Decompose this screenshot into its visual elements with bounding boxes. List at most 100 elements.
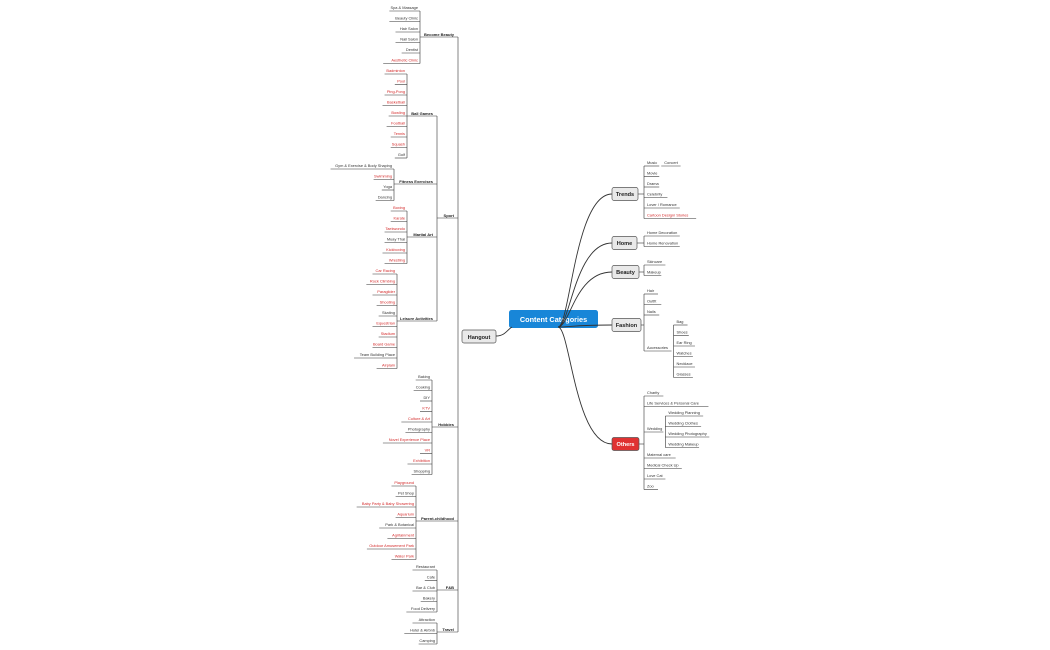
hobby-leaf-shopping[interactable]: Shopping	[414, 469, 430, 474]
root-node[interactable]	[509, 310, 598, 328]
subgroup-martial-art[interactable]: Martial Art	[413, 232, 433, 237]
group-sport[interactable]: Sport	[444, 213, 455, 218]
ball-leaf-tennis[interactable]: Tennis	[394, 131, 405, 136]
hobby-leaf-exhibition[interactable]: Exhibition	[413, 458, 430, 463]
parent-leaf-pet-shop[interactable]: Pet Shop	[398, 491, 414, 496]
leisure-leaf-team-building-place[interactable]: Team Building Place	[360, 352, 395, 357]
fashion-leaf-nails[interactable]: Nails	[647, 309, 656, 314]
others-leaf-love-cat[interactable]: Love Cat	[647, 473, 663, 478]
subgroup-leisure-activities[interactable]: Leisure Activities	[400, 316, 434, 321]
fashion-leaf-outfit[interactable]: Outfit	[647, 299, 657, 304]
martial-leaf-taekwondo[interactable]: Taekwondo	[385, 226, 405, 231]
fashion-leaf-accessories[interactable]: Accessories	[647, 345, 668, 350]
leisure-leaf-car-racing[interactable]: Car Racing	[376, 268, 395, 273]
martial-leaf-kickboxing[interactable]: Kickboxing	[386, 247, 405, 252]
others-subleaf-wedding-planning[interactable]: Wedding Planning	[668, 410, 700, 415]
leisure-leaf-board-game[interactable]: Board Game	[373, 342, 395, 347]
group-hobbies[interactable]: Hobbies	[438, 422, 455, 427]
others-leaf-charity[interactable]: Charity	[647, 390, 659, 395]
parent-leaf-water-park[interactable]: Water Park	[395, 554, 414, 559]
travel-leaf-camping[interactable]: Camping	[419, 638, 435, 643]
ball-leaf-golf[interactable]: Golf	[398, 152, 406, 157]
group-travel[interactable]: Travel	[442, 627, 454, 632]
fashion-subleaf-bag[interactable]: Bag	[677, 319, 684, 324]
node-others-label[interactable]: Others	[616, 442, 634, 448]
fashion-subleaf-necklace[interactable]: Necklace	[677, 361, 693, 366]
fb-leaf-cafe[interactable]: Cafe	[427, 575, 435, 580]
node-home-label[interactable]: Home	[617, 241, 633, 247]
others-subleaf-wedding-photography[interactable]: Wedding Photography	[668, 431, 706, 436]
node-fashion-label[interactable]: Fashion	[616, 323, 638, 329]
ball-leaf-football[interactable]: Football	[391, 121, 405, 126]
leisure-leaf-shooting[interactable]: Shooting	[380, 300, 395, 305]
fitness-leaf-gym-exercise-body-shaping[interactable]: Gym & Exercise & Body Shaping	[335, 163, 392, 168]
fashion-subleaf-shoes[interactable]: Shoes	[677, 330, 688, 335]
others-subleaf-wedding-clothes[interactable]: Wedding Clothes	[668, 421, 698, 426]
fb-leaf-food-delivery[interactable]: Food Delivery	[411, 606, 435, 611]
parent-leaf-baby-party-baby-showering[interactable]: Baby Party & Baby Showering	[362, 501, 414, 506]
fb-leaf-bakery[interactable]: Bakery	[423, 596, 435, 601]
fashion-leaf-hair[interactable]: Hair	[647, 288, 655, 293]
others-leaf-medical-check-up[interactable]: Medical Check Up	[647, 463, 679, 468]
group-become-beauty[interactable]: Become Beauty	[424, 32, 455, 37]
ball-leaf-ping-pong[interactable]: Ping-Pong	[387, 89, 405, 94]
root-label[interactable]: Content Categories	[520, 315, 587, 324]
beauty-leaf-skincare[interactable]: Skincare	[647, 259, 662, 264]
others-leaf-zoo[interactable]: Zoo	[647, 484, 654, 489]
leisure-leaf-airplain[interactable]: Airplain	[382, 363, 395, 368]
leisure-leaf-stadium[interactable]: Stadium	[381, 331, 395, 336]
hobby-leaf-culture-art[interactable]: Culture & Art	[408, 416, 431, 421]
subgroup-ball-games[interactable]: Ball Games	[411, 111, 434, 116]
hobby-leaf-vr[interactable]: VR	[425, 448, 431, 453]
group-fb[interactable]: F&B	[446, 585, 454, 590]
fitness-leaf-swimming[interactable]: Swimming	[374, 174, 392, 179]
beauty-leaf-makeup[interactable]: Makeup	[647, 270, 661, 275]
fitness-leaf-dancing[interactable]: Dancing	[378, 195, 392, 200]
parent-leaf-outdoor-amusement-park[interactable]: Outdoor Amusement Park	[369, 543, 414, 548]
leisure-leaf-equestrian[interactable]: Equestrian	[376, 321, 395, 326]
beauty-leaf-nail-salon[interactable]: Nail Salon	[400, 37, 418, 42]
martial-leaf-wrestling[interactable]: Wrestling	[389, 258, 405, 263]
beauty-leaf-beauty-clinic[interactable]: Beauty Clinic	[395, 16, 418, 21]
parent-leaf-playground[interactable]: Playground	[394, 480, 414, 485]
hangout-label[interactable]: Hangout	[468, 335, 491, 341]
subgroup-fitness-exercises[interactable]: Fitness Exercises	[399, 179, 434, 184]
trends-leaf-drama[interactable]: Drama	[647, 181, 660, 186]
fashion-subleaf-glasses[interactable]: Glasses	[677, 372, 691, 377]
leisure-leaf-skating[interactable]: Skating	[382, 310, 395, 315]
leisure-leaf-paraglider[interactable]: Paraglider	[377, 289, 395, 294]
fashion-subleaf-ear-ring[interactable]: Ear Ring	[677, 340, 692, 345]
trends-leaf-lover-romance[interactable]: Lover / Romance	[647, 202, 677, 207]
fb-leaf-bar-club[interactable]: Bar & Club	[416, 585, 435, 590]
hobby-leaf-cooking[interactable]: Cooking	[416, 385, 430, 390]
fashion-subleaf-watches[interactable]: Watches	[677, 351, 692, 356]
ball-leaf-squash[interactable]: Squash	[392, 142, 405, 147]
trends-leaf-cartoon-design-stories[interactable]: Cartoon Design/ Stories	[647, 213, 688, 218]
home-leaf-home-renovation[interactable]: Home Renovation	[647, 241, 678, 246]
trends-subleaf-concert[interactable]: Concert	[664, 160, 679, 165]
trends-leaf-celebrity[interactable]: Celebrity	[647, 192, 662, 197]
others-subleaf-wedding-makeup[interactable]: Wedding Makeup	[668, 442, 698, 447]
others-leaf-maternal-care[interactable]: Maternal care	[647, 452, 671, 457]
beauty-leaf-aesthetic-clinic[interactable]: Aesthetic Clinic	[391, 58, 418, 63]
group-parent-childhood[interactable]: Parent-childhood	[421, 516, 454, 521]
parent-leaf-agritainment[interactable]: Agritainment	[392, 533, 415, 538]
hobby-leaf-diy[interactable]: DIY	[424, 395, 431, 400]
beauty-leaf-spa-massage[interactable]: Spa & Massage	[391, 5, 418, 10]
hobby-leaf-baking[interactable]: Baking	[418, 374, 430, 379]
node-trends-label[interactable]: Trends	[616, 192, 634, 198]
hangout-node[interactable]	[461, 329, 497, 344]
node-beauty-label[interactable]: Beauty	[616, 270, 636, 276]
others-leaf-life-services-personal-care[interactable]: Life Services & Personal Care	[647, 401, 699, 406]
ball-leaf-badminton[interactable]: Badminton	[386, 68, 405, 73]
beauty-leaf-hair-salon[interactable]: Hair Salon	[400, 26, 418, 31]
martial-leaf-muay-thai[interactable]: Muay Thai	[387, 237, 405, 242]
ball-leaf-pool[interactable]: Pool	[397, 79, 405, 84]
hobby-leaf-photography[interactable]: Photography	[408, 427, 430, 432]
home-leaf-home-decoration[interactable]: Home Decoration	[647, 230, 677, 235]
hobby-leaf-novel-experience-place[interactable]: Novel Experience Place	[389, 437, 430, 442]
others-leaf-wedding[interactable]: Wedding	[647, 426, 662, 431]
trends-leaf-movie[interactable]: Movie	[647, 171, 657, 176]
parent-leaf-park-botanical[interactable]: Park & Botanical	[385, 522, 414, 527]
martial-leaf-karate[interactable]: Karate	[394, 216, 405, 221]
